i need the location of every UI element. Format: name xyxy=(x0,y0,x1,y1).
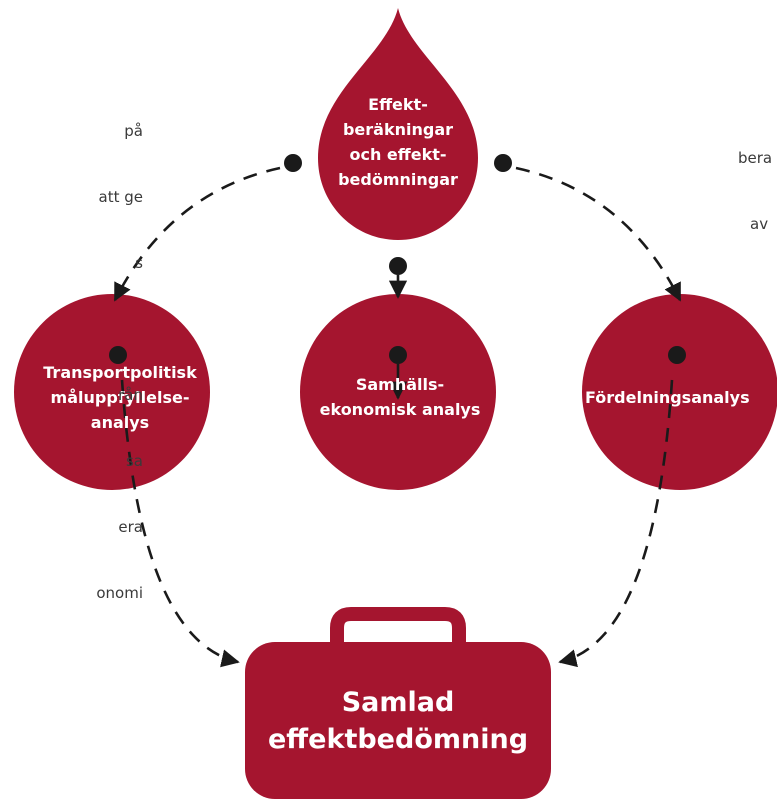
transport-label: Transportpolitisk måluppfyllelse- analys xyxy=(43,363,197,432)
circle-transport xyxy=(14,294,210,490)
arrow-drop-to-fordelning xyxy=(515,166,682,302)
arrow-transport-to-suitcase xyxy=(120,379,240,668)
side-text-line: rån xyxy=(118,386,143,404)
drop-shape xyxy=(318,8,478,240)
connector-dot xyxy=(494,154,512,172)
circle-fordelning xyxy=(582,294,777,490)
arrow-drop-to-transport xyxy=(113,166,281,302)
side-text-line: bera xyxy=(738,149,773,167)
side-text-line: s xyxy=(135,254,143,272)
side-text-line: onomi xyxy=(96,584,143,602)
fordelning-label: Fördelningsanalys xyxy=(585,388,750,407)
connector-dot xyxy=(109,346,127,364)
connector-dot xyxy=(284,154,302,172)
samhalls-label: Samhälls- ekonomisk analys xyxy=(319,375,481,419)
arrow-fordelning-to-suitcase xyxy=(558,379,674,668)
suitcase-label: Samlad effektbedömning xyxy=(268,687,529,755)
side-text-line: på xyxy=(124,122,143,140)
side-text-right: bera av xyxy=(738,103,772,257)
drop-label: Effekt- beräkningar och effekt- bedömnin… xyxy=(338,95,458,189)
side-text-left: på att ge s rån sa era onomi xyxy=(96,76,143,626)
side-text-line: av xyxy=(750,215,769,233)
connector-dot xyxy=(668,346,686,364)
side-text-line xyxy=(96,318,143,340)
connector-dot xyxy=(389,257,407,275)
side-text-line: att ge xyxy=(98,188,143,206)
suitcase-handle xyxy=(330,607,466,648)
suitcase-body xyxy=(245,642,551,799)
connector-dot xyxy=(389,346,407,364)
side-text-line: era xyxy=(118,518,143,536)
side-text-line: sa xyxy=(125,452,143,470)
